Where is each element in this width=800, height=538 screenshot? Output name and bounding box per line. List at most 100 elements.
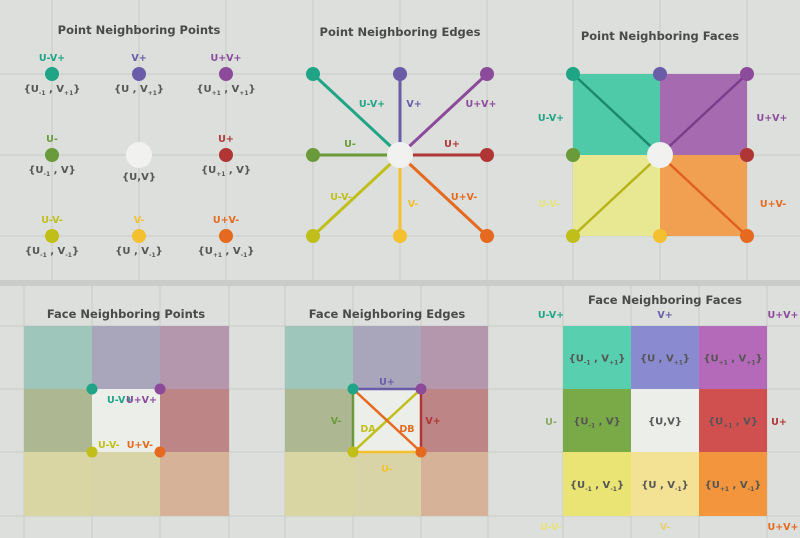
neighbor-direction-label: U-V+ bbox=[538, 310, 564, 321]
corner-label: U-V- bbox=[98, 440, 120, 451]
edge-endpoint bbox=[306, 148, 320, 162]
face-corner-point bbox=[86, 383, 98, 395]
face-corner-point bbox=[347, 383, 359, 395]
neighbor-point bbox=[219, 67, 233, 81]
edge-line bbox=[311, 72, 402, 157]
coordinate-label: {U , V-1} bbox=[641, 480, 689, 493]
title-point-neighboring-faces: Point Neighboring Faces bbox=[581, 29, 739, 43]
neighbor-point bbox=[219, 229, 233, 243]
neighbor-point bbox=[45, 148, 59, 162]
coordinate-label: {U , V+1} bbox=[114, 84, 164, 97]
neighbor-point bbox=[219, 148, 233, 162]
neighbor-face bbox=[285, 452, 353, 516]
point-label: U+V+ bbox=[211, 53, 242, 64]
face-corner-point bbox=[154, 446, 166, 458]
section-divider bbox=[0, 280, 800, 286]
edge-label: U- bbox=[381, 464, 393, 475]
title-point-neighboring-edges: Point Neighboring Edges bbox=[320, 25, 481, 39]
edge-line bbox=[398, 72, 489, 157]
face-corner-point bbox=[347, 446, 359, 458]
neighbor-face bbox=[24, 452, 92, 516]
title-face-neighboring-faces: Face Neighboring Faces bbox=[588, 293, 742, 307]
coordinate-label: {U+1 , V-1} bbox=[705, 480, 762, 493]
neighbor-face bbox=[24, 326, 92, 389]
neighbor-face bbox=[421, 389, 488, 452]
point-label: U-V+ bbox=[39, 53, 65, 64]
face-corner-point bbox=[415, 446, 427, 458]
edge-label: U+ bbox=[444, 139, 460, 150]
coordinate-label: {U-1 , V} bbox=[28, 165, 76, 178]
edge-endpoint bbox=[393, 229, 407, 243]
coordinate-label: {U , V-1} bbox=[115, 246, 163, 259]
coordinate-label: {U-1 , V-1} bbox=[25, 246, 79, 259]
title-face-neighboring-edges: Face Neighboring Edges bbox=[309, 307, 466, 321]
edge-diagonal-b bbox=[352, 388, 422, 453]
neighbor-face bbox=[699, 452, 767, 516]
neighbor-face bbox=[160, 452, 229, 516]
neighbor-face bbox=[160, 389, 229, 452]
neighbor-face bbox=[699, 326, 767, 389]
neighbor-direction-label: V+ bbox=[657, 310, 672, 321]
neighbor-face bbox=[353, 326, 421, 389]
face-diagonal bbox=[659, 154, 748, 237]
neighbor-direction-label: U- bbox=[545, 417, 557, 428]
face-diagonal bbox=[659, 73, 748, 156]
neighbor-face bbox=[92, 326, 160, 389]
neighbor-point bbox=[45, 67, 59, 81]
face-label: U-V- bbox=[538, 199, 560, 210]
coordinate-label: {U-1 , V+1} bbox=[569, 354, 626, 367]
title-face-neighboring-points: Face Neighboring Points bbox=[47, 307, 205, 321]
neighbor-face bbox=[631, 452, 699, 516]
point-label: V+ bbox=[131, 53, 146, 64]
coordinate-label: {U,V} bbox=[122, 172, 156, 183]
neighbor-face bbox=[285, 326, 353, 389]
neighbor-face bbox=[285, 389, 353, 452]
face-vertex bbox=[740, 148, 754, 162]
coordinate-label: {U-1 , V} bbox=[573, 417, 621, 430]
face-vertex bbox=[566, 148, 580, 162]
neighbor-face bbox=[699, 389, 767, 452]
center-point bbox=[126, 142, 152, 168]
edge-endpoint bbox=[480, 148, 494, 162]
edge-label: V+ bbox=[406, 99, 421, 110]
point-label: U- bbox=[46, 134, 58, 145]
coordinate-label: {U+1 , V-1} bbox=[198, 246, 255, 259]
edge-label: V+ bbox=[425, 416, 440, 427]
face-diagonal bbox=[572, 154, 661, 237]
neighbor-face bbox=[353, 452, 421, 516]
edge-label: DB bbox=[399, 424, 414, 435]
face-label: U+V- bbox=[760, 199, 786, 210]
neighbor-direction-label: U+V+ bbox=[768, 522, 799, 533]
center-point bbox=[647, 142, 673, 168]
edge-endpoint bbox=[480, 67, 494, 81]
coordinate-label: {U+1 , V} bbox=[708, 417, 758, 430]
edge-label: V- bbox=[331, 416, 342, 427]
neighbor-point bbox=[45, 229, 59, 243]
face-vertex bbox=[740, 229, 754, 243]
coordinate-label: {U-1 , V+1} bbox=[24, 84, 81, 97]
neighbor-face bbox=[563, 326, 631, 389]
coordinate-label: {U+1 , V+1} bbox=[703, 354, 762, 367]
point-label: V- bbox=[134, 215, 145, 226]
neighbor-direction-label: U+ bbox=[771, 417, 787, 428]
corner-label: U+V- bbox=[127, 440, 153, 451]
neighbor-face bbox=[421, 452, 488, 516]
face-label: U-V+ bbox=[538, 113, 564, 124]
neighbor-face bbox=[631, 326, 699, 389]
neighbor-point bbox=[132, 229, 146, 243]
face-label: U+V+ bbox=[757, 113, 788, 124]
neighbor-face bbox=[160, 326, 229, 389]
edge-label: U+ bbox=[379, 377, 395, 388]
face-vertex bbox=[653, 67, 667, 81]
face-vertex bbox=[566, 67, 580, 81]
neighbor-face bbox=[24, 389, 92, 452]
edge-label: V- bbox=[408, 199, 419, 210]
coordinate-label: {U-1 , V-1} bbox=[570, 480, 624, 493]
point-label: U+ bbox=[218, 134, 234, 145]
edge-endpoint bbox=[306, 229, 320, 243]
center-face bbox=[631, 389, 699, 452]
edge-line bbox=[311, 153, 402, 238]
face-vertex bbox=[653, 229, 667, 243]
neighbor-face bbox=[563, 389, 631, 452]
